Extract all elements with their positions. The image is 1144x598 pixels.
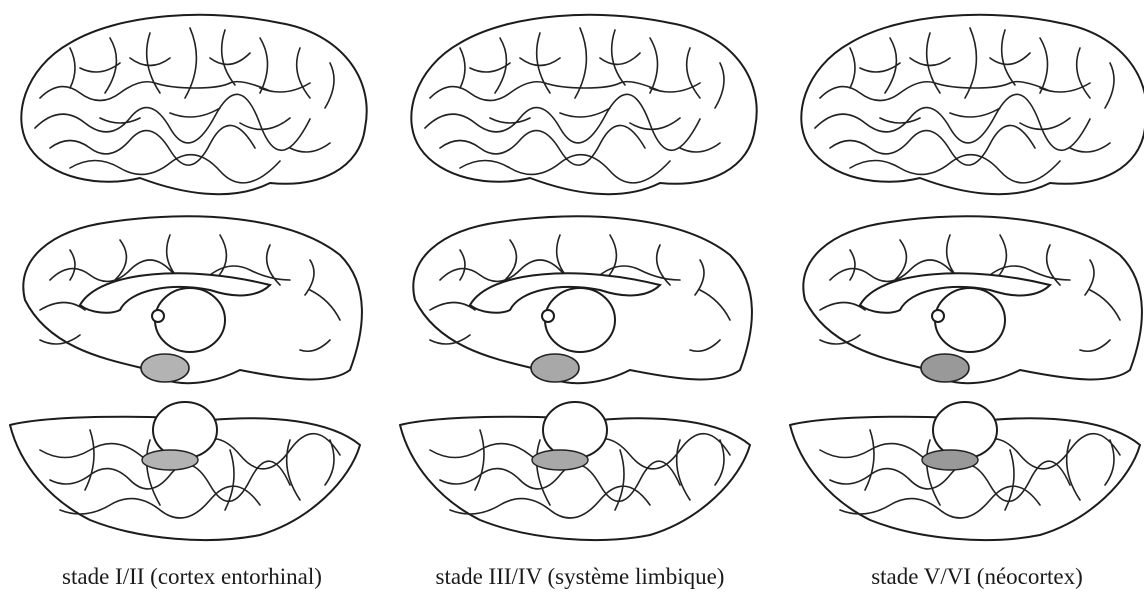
stage-2-ventral-brain bbox=[400, 402, 750, 540]
stage-1-ventral-brain bbox=[10, 402, 360, 540]
stage-3-medial-brain bbox=[803, 216, 1142, 383]
stage-2-caption: stade III/IV (système limbique) bbox=[400, 565, 760, 588]
stage-2-medial-brain bbox=[413, 216, 752, 383]
stage-3-caption: stade V/VI (néocortex) bbox=[822, 565, 1132, 588]
stage-2-lateral-brain bbox=[411, 15, 756, 194]
stage-1-column bbox=[10, 15, 367, 540]
stage-3-lateral-brain bbox=[801, 15, 1144, 194]
stage-2-column bbox=[400, 15, 757, 540]
stage-1-caption: stade I/II (cortex entorhinal) bbox=[22, 565, 362, 588]
stage-1-medial-brain bbox=[23, 216, 362, 383]
stage-3-ventral-brain bbox=[790, 402, 1140, 540]
stage-3-column bbox=[790, 15, 1144, 540]
stage-1-lateral-brain bbox=[21, 15, 366, 194]
